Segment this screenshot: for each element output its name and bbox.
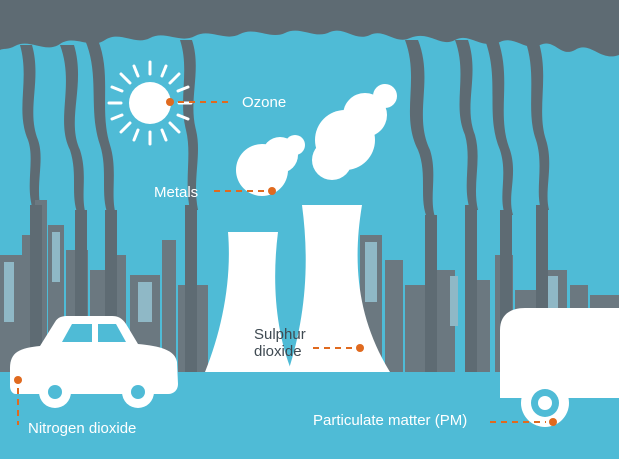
label-particulate-matter: Particulate matter (PM)	[313, 412, 467, 430]
label-nitrogen-dioxide: Nitrogen dioxide	[28, 420, 136, 438]
label-sulphur-line1: Sulphur	[254, 326, 306, 344]
label-ozone: Ozone	[242, 94, 286, 112]
label-metals: Metals	[154, 184, 198, 202]
label-sulphur-line2: dioxide	[254, 343, 302, 361]
